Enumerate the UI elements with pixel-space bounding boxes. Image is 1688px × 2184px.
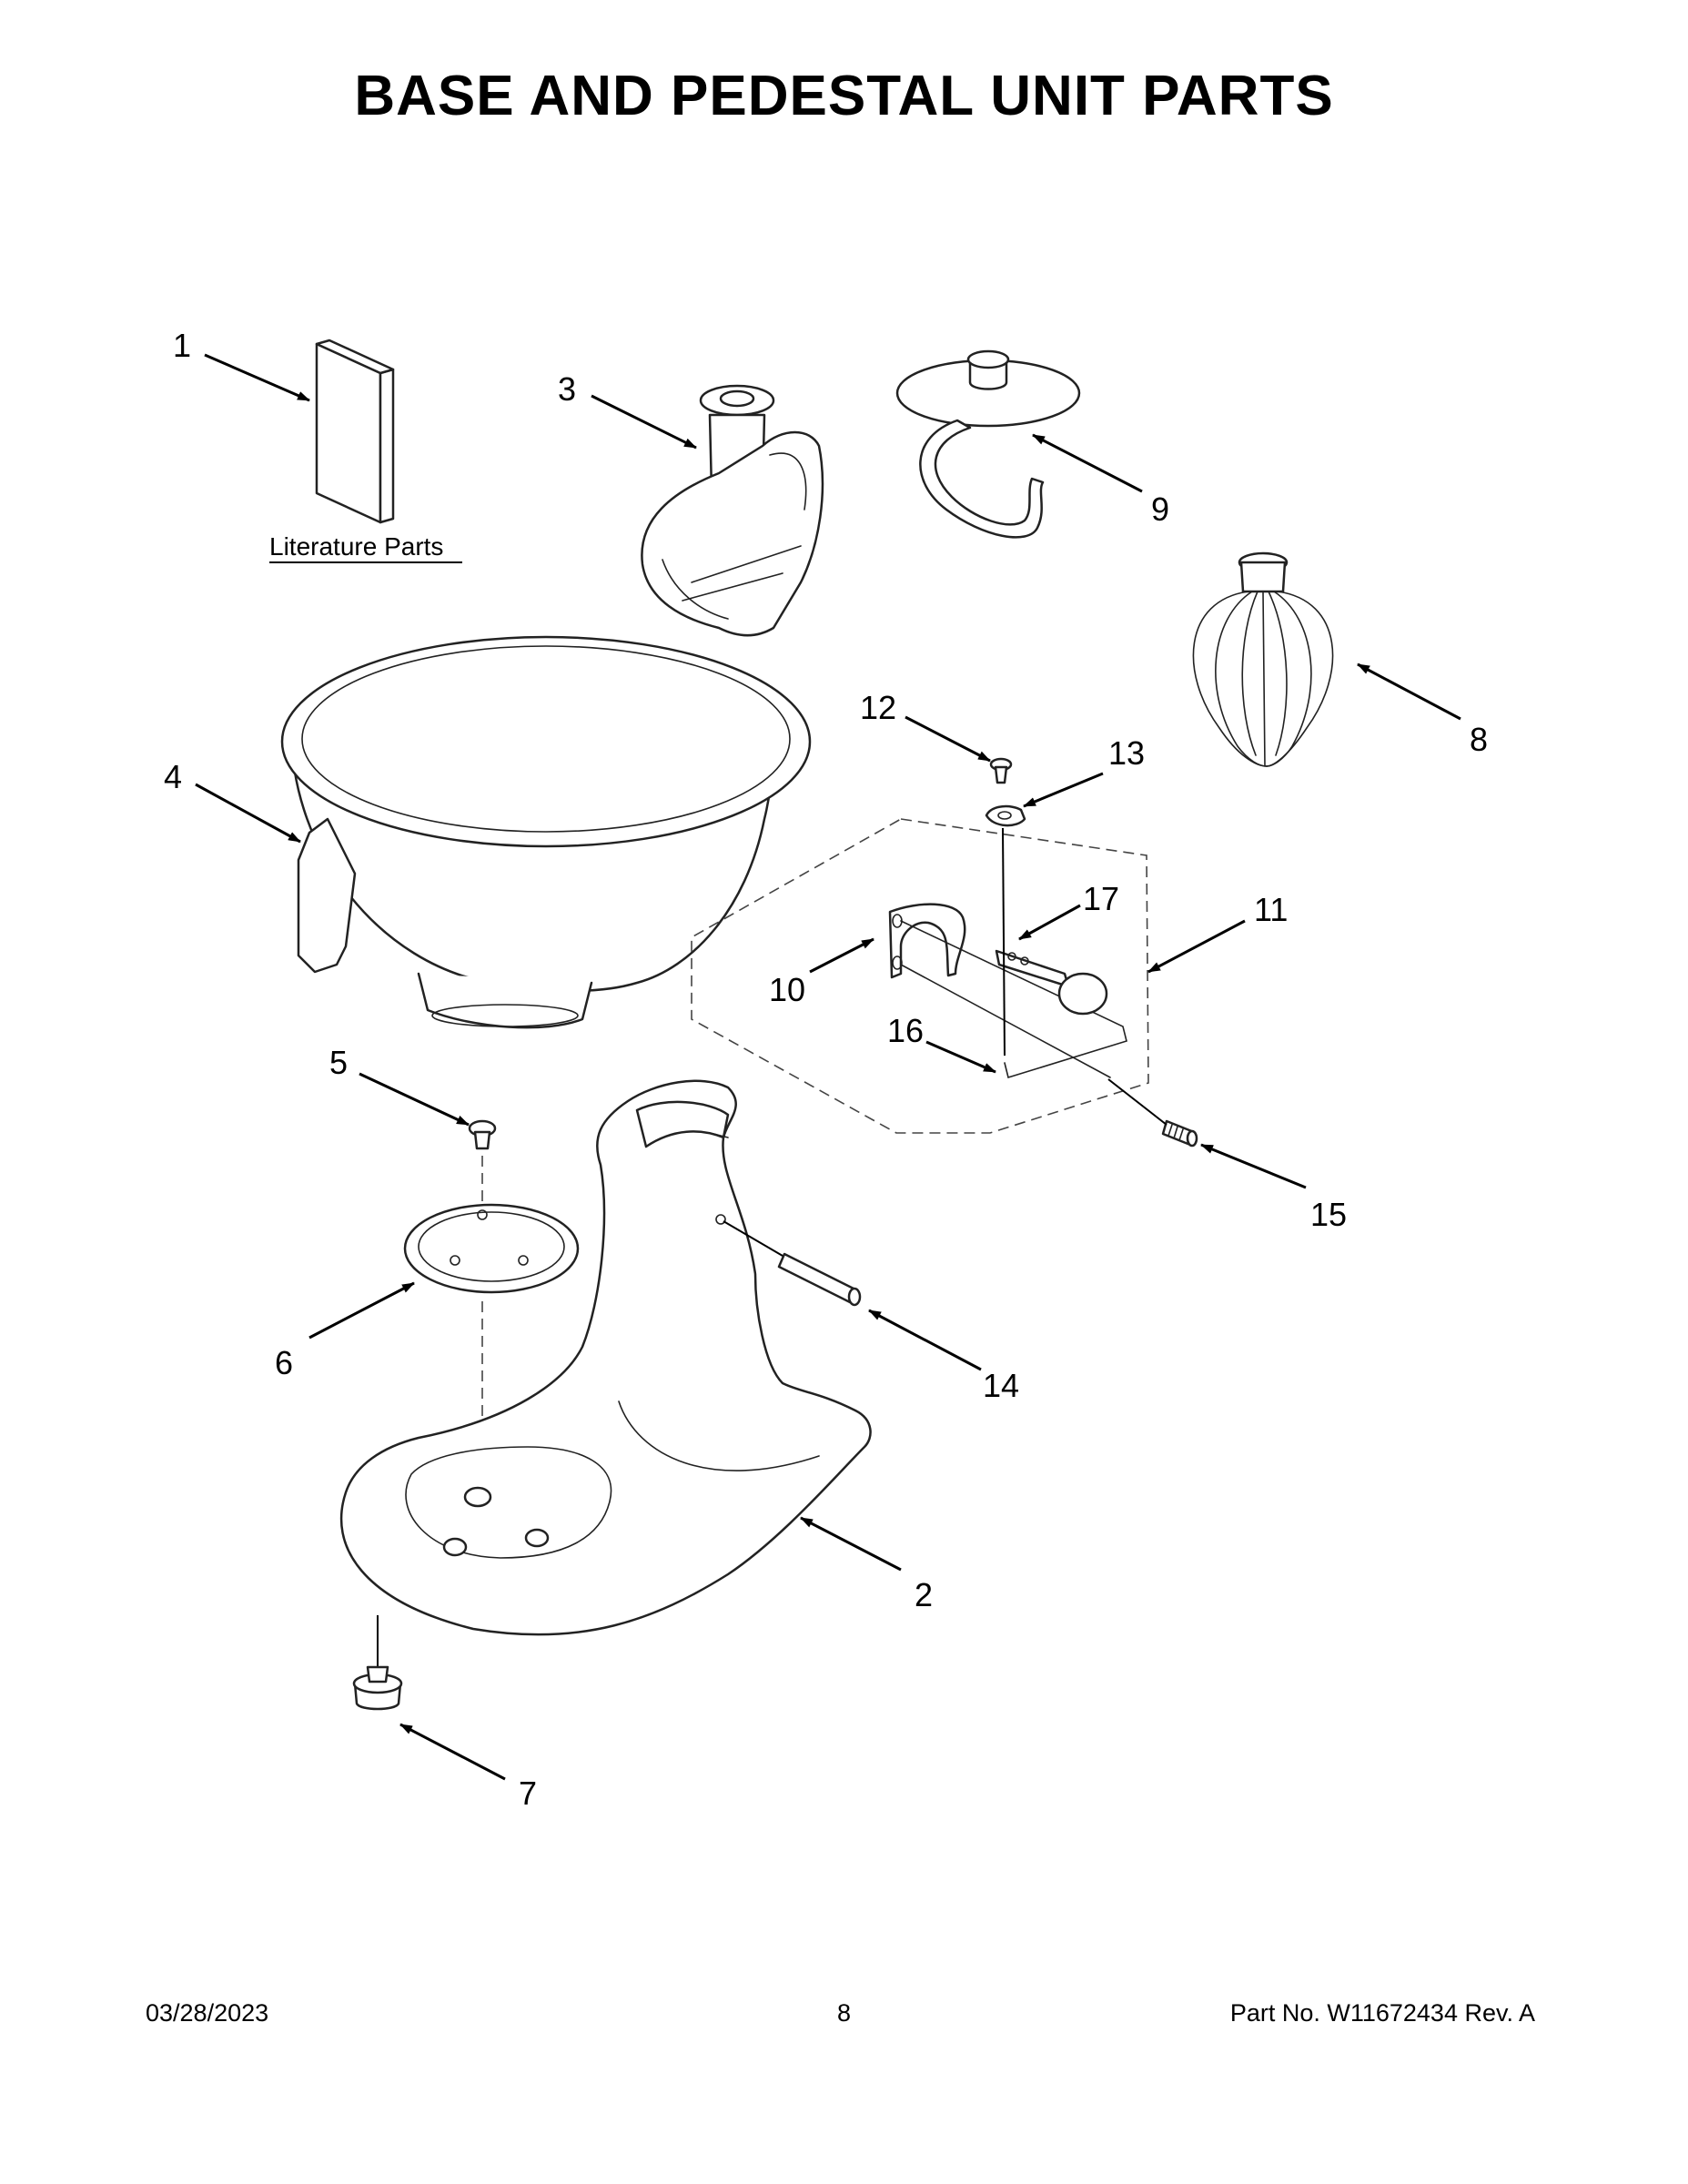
callout-arrow-14: [868, 1309, 982, 1371]
pedestal-base: [339, 1079, 872, 1636]
dough-hook: [895, 349, 1081, 539]
callout-7: 7: [519, 1774, 537, 1812]
callout-arrow-11: [1147, 919, 1246, 974]
bowl-lift-bracket-10: [888, 903, 966, 979]
callout-16: 16: [887, 1012, 924, 1049]
callout-arrow-6: [308, 1281, 415, 1340]
wire-whip: [1192, 551, 1334, 767]
screw-5: [468, 1119, 497, 1150]
washer-13: [985, 804, 1026, 827]
callout-3: 3: [558, 370, 576, 408]
rubber-foot-7: [352, 1665, 403, 1711]
callout-arrow-17: [1018, 904, 1081, 941]
callout-arrow-5: [359, 1072, 470, 1127]
threaded-stud-15: [1161, 1119, 1198, 1148]
callout-arrow-3: [591, 394, 697, 450]
callout-4: 4: [164, 758, 182, 795]
callout-arrow-8: [1357, 662, 1461, 721]
hinge-pin-axis: [723, 1220, 783, 1257]
callout-11: 11: [1254, 891, 1288, 928]
flat-beater: [641, 384, 824, 637]
page-title: BASE AND PEDESTAL UNIT PARTS: [354, 65, 1334, 127]
hinge-pin-14: [777, 1252, 862, 1307]
callout-8: 8: [1470, 721, 1488, 758]
callout-17: 17: [1083, 880, 1119, 917]
footer-date: 03/28/2023: [146, 1999, 269, 2027]
callout-10: 10: [769, 971, 805, 1008]
callout-5: 5: [329, 1044, 348, 1081]
callout-6: 6: [275, 1344, 293, 1381]
callout-1: 1: [173, 327, 191, 364]
base-plate-6: [403, 1203, 580, 1294]
callout-arrow-2: [800, 1516, 902, 1572]
callout-15: 15: [1310, 1196, 1347, 1233]
callout-14: 14: [983, 1367, 1019, 1404]
footer-part-number: Part No. W11672434 Rev. A: [1229, 1999, 1535, 2027]
screw-12: [989, 757, 1013, 784]
assembly-group-outline: [691, 818, 1149, 1134]
footer-page-number: 8: [836, 1999, 852, 2027]
callout-arrow-9: [1032, 433, 1143, 493]
callout-arrow-4: [195, 783, 301, 844]
callout-2: 2: [915, 1576, 933, 1613]
mixing-bowl: [280, 635, 812, 1029]
lever-arm-17: [995, 949, 1108, 1016]
callout-arrow-12: [905, 715, 991, 763]
callout-arrow-15: [1200, 1143, 1307, 1189]
callout-12: 12: [860, 689, 896, 726]
lift-rod-16: [900, 920, 1127, 1079]
literature-parts-label: Literature Parts: [269, 532, 443, 561]
callout-9: 9: [1151, 490, 1169, 528]
callout-13: 13: [1108, 734, 1145, 772]
stud-15-axis: [1107, 1078, 1167, 1126]
callout-arrow-1: [204, 353, 310, 402]
callout-arrow-16: [925, 1040, 996, 1074]
callout-arrow-10: [809, 937, 874, 974]
callout-arrow-13: [1023, 772, 1104, 808]
screw-12-center-line: [1002, 827, 1006, 1057]
callout-arrow-7: [399, 1723, 506, 1781]
literature-booklet: [315, 339, 395, 524]
